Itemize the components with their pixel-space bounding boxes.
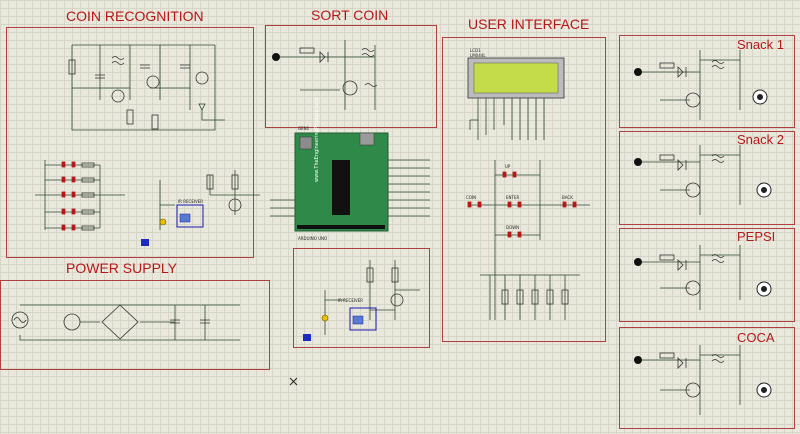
pepsi-circuit (634, 245, 772, 310)
coin-switch-array (35, 160, 125, 231)
arduino-brand: www.TheEngineeringProjects.com (314, 97, 320, 182)
snack2-panel (619, 131, 795, 225)
key-up-label: UP (505, 164, 511, 169)
key-enter-label: ENTER (506, 195, 519, 200)
ir-receiver-top-label: IR RECEIVER (178, 199, 203, 204)
ir-receiver-sort-circuit: IR RECEIVER (303, 260, 420, 341)
keypad-circuit: UP COIN ENTER BACK DOWN (466, 160, 590, 320)
cross-marker-icon (289, 377, 298, 386)
user-interface-title: USER INTERFACE (468, 16, 590, 32)
key-coin-label: COIN (466, 195, 476, 200)
arduino-subtitle: ARDUINO UNO (298, 236, 327, 241)
lcd-display: LCD1 LM044L (467, 48, 565, 140)
coin-recognition-panel (6, 27, 254, 258)
sort-coin-title: SORT COIN (311, 7, 389, 23)
ir-receiver-top-circuit: IR RECEIVER (141, 170, 260, 246)
coca-panel (619, 327, 795, 429)
power-supply-circuit (11, 304, 240, 341)
coin-oscillator-circuit (68, 44, 225, 131)
sort-coin-circuit (272, 40, 378, 110)
power-supply-title: POWER SUPPLY (66, 260, 177, 276)
snack1-title: Snack 1 (737, 37, 784, 52)
coin-recognition-title: COIN RECOGNITION (66, 8, 204, 24)
coca-title: COCA (737, 330, 775, 345)
lcd-designator: LCD1 (470, 48, 481, 53)
ir-receiver-sort-panel (293, 248, 430, 348)
snack2-circuit (634, 145, 772, 215)
snack1-panel (619, 35, 795, 128)
snack1-circuit (634, 50, 768, 120)
pepsi-panel (619, 228, 795, 322)
coca-circuit (634, 345, 772, 415)
key-back-label: BACK (562, 195, 573, 200)
snack2-title: Snack 2 (737, 132, 784, 147)
arduino-uno-board: GEN1 www.TheEngineeringProjects.com ARDU… (270, 97, 430, 241)
sort-coin-panel (265, 25, 437, 128)
power-supply-panel (0, 280, 270, 370)
arduino-designator: GEN1 (298, 126, 310, 131)
pepsi-title: PEPSI (737, 229, 776, 244)
lcd-model: LM044L (470, 53, 486, 58)
ir-receiver-sort-label: IR RECEIVER (338, 298, 363, 303)
key-down-label: DOWN (506, 225, 519, 230)
user-interface-panel (442, 37, 606, 342)
